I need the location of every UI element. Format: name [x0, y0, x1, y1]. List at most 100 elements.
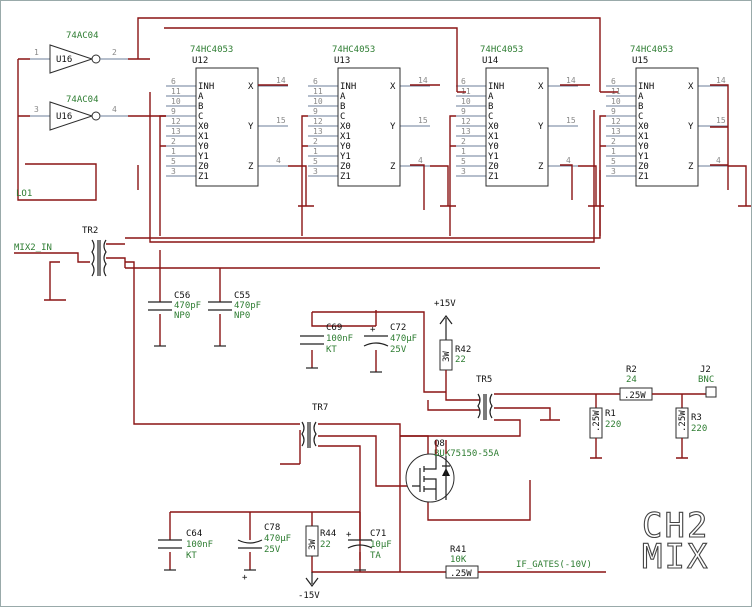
mux-pin-number: 15	[716, 116, 726, 125]
r44-ref: R44	[320, 529, 336, 539]
resistor-r42: 3W R42 22	[439, 339, 471, 371]
inverter-u16a-pin-out: 2	[112, 48, 117, 57]
mux-pin-label: Z0	[198, 162, 209, 172]
inverter-u16b-part: 74AC04	[66, 95, 99, 105]
r1-rating: .25W	[592, 410, 602, 432]
mux-pin-number: 2	[461, 137, 466, 146]
c64-type: KT	[186, 551, 197, 561]
r44-value: 22	[320, 540, 331, 550]
mux-pin-number: 10	[611, 97, 621, 106]
inverter-u16a-pin-in: 1	[34, 48, 39, 57]
mux-pin-label: Z	[688, 162, 694, 172]
r41-rating: .25W	[450, 569, 472, 579]
mux-pin-label: Z1	[488, 172, 499, 182]
c56-ref: C56	[174, 291, 190, 301]
mux-pin-number: 13	[461, 127, 471, 136]
mux-pin-label: X0	[198, 122, 209, 132]
connector-j2: J2 BNC	[698, 365, 717, 398]
capacitor-c71: + C71 10µF TA	[346, 529, 392, 571]
mux-part: 74HC4053	[332, 45, 375, 55]
mux-pin-number: 4	[276, 156, 281, 165]
r1-value: 220	[605, 420, 621, 430]
c69-value: 100nF	[326, 334, 353, 344]
mux-pin-number: 1	[461, 147, 466, 156]
mux-pin-label: A	[488, 92, 494, 102]
mux-group: 6INH11A10B9C12X013X12Y01Y15Z03Z114X15Y4Z…	[159, 45, 752, 236]
c71-value: 10µF	[370, 540, 392, 550]
mux-pin-label: Z1	[638, 172, 649, 182]
mux-pin-number: 13	[313, 127, 323, 136]
mux-pin-label: Z	[538, 162, 544, 172]
mux-pin-label: X0	[488, 122, 499, 132]
r42-ref: R42	[455, 345, 471, 355]
mux-pin-label: C	[340, 112, 345, 122]
mux-pin-label: Y	[248, 122, 254, 132]
mux-pin-label: X0	[340, 122, 351, 132]
mux-pin-label: X1	[340, 132, 351, 142]
mux-pin-number: 5	[461, 157, 466, 166]
mux-pin-number: 1	[171, 147, 176, 156]
capacitor-c55: C55 470pF NP0	[208, 291, 261, 347]
capacitor-c64: C64 100nF KT	[158, 529, 213, 571]
mux-pin-number: 10	[461, 97, 471, 106]
mux-pin-number: 5	[171, 157, 176, 166]
svg-text:+: +	[346, 530, 352, 540]
mux-pin-label: Z0	[638, 162, 649, 172]
c55-ref: C55	[234, 291, 250, 301]
net-label-minus15v: -15V	[298, 591, 320, 601]
mux-pin-number: 10	[313, 97, 323, 106]
r3-rating: .25W	[678, 410, 688, 432]
r44-rating: 3W	[308, 539, 318, 550]
mux-pin-label: X1	[488, 132, 499, 142]
q8-ref: Q8	[434, 439, 445, 449]
mux-pin-label: C	[198, 112, 203, 122]
mux-pin-label: Z0	[488, 162, 499, 172]
mux-pin-number: 1	[313, 147, 318, 156]
r1-ref: R1	[605, 409, 616, 419]
mux-body	[195, 67, 259, 187]
mux-pin-label: C	[488, 112, 493, 122]
resistor-r2: .25W R2 24	[619, 365, 653, 401]
mux-body	[485, 67, 549, 187]
c72-value: 470µF	[390, 334, 417, 344]
net-label-mix2-in: MIX2_IN	[14, 243, 52, 253]
mux-ref: U12	[192, 56, 208, 66]
mux-pin-label: Z	[390, 162, 396, 172]
mux-pin-number: 9	[313, 107, 318, 116]
mux-pin-label: B	[488, 102, 493, 112]
r2-value: 24	[626, 375, 637, 385]
mux-pin-label: Z	[248, 162, 254, 172]
mux-pin-number: 11	[171, 87, 181, 96]
mux-pin-number: 4	[566, 156, 571, 165]
transformer-tr7-label: TR7	[312, 403, 328, 413]
j2-ref: J2	[700, 365, 711, 375]
capacitor-c72: + C72 470µF 25V	[363, 323, 417, 373]
mux-pin-number: 9	[171, 107, 176, 116]
mux-pin-number: 4	[418, 156, 423, 165]
mux-pin-label: Y1	[340, 152, 351, 162]
resistor-r3: .25W R3 220	[675, 407, 707, 439]
capacitor-c56: C56 470pF NP0	[148, 291, 201, 347]
q8-part: BUK75150-55A	[434, 449, 500, 459]
inverter-u16b-ref: U16	[56, 112, 72, 122]
resistor-r44: 3W R44 22	[305, 525, 336, 557]
c78-ref: C78	[264, 523, 280, 533]
mux-pin-number: 1	[611, 147, 616, 156]
mux-pin-label: A	[638, 92, 644, 102]
transformer-tr2-label: TR2	[82, 226, 98, 236]
c72-ref: C72	[390, 323, 406, 333]
supply-minus15v: -15V	[298, 572, 320, 601]
c64-ref: C64	[186, 529, 202, 539]
mux-pin-number: 2	[313, 137, 318, 146]
inverter-u16b-pin-out: 4	[112, 105, 117, 114]
mux-pin-label: Z1	[198, 172, 209, 182]
mux-pin-label: INH	[198, 82, 214, 92]
mux-pin-label: Y1	[198, 152, 209, 162]
supply-plus15v: +15V	[434, 299, 456, 340]
r3-value: 220	[691, 424, 707, 434]
svg-text:+: +	[370, 325, 376, 335]
resistor-r1: .25W R1 220	[589, 407, 621, 439]
mux-pin-label: X	[538, 82, 544, 92]
inverter-u16b: 3 4 U16 74AC04	[30, 95, 128, 131]
